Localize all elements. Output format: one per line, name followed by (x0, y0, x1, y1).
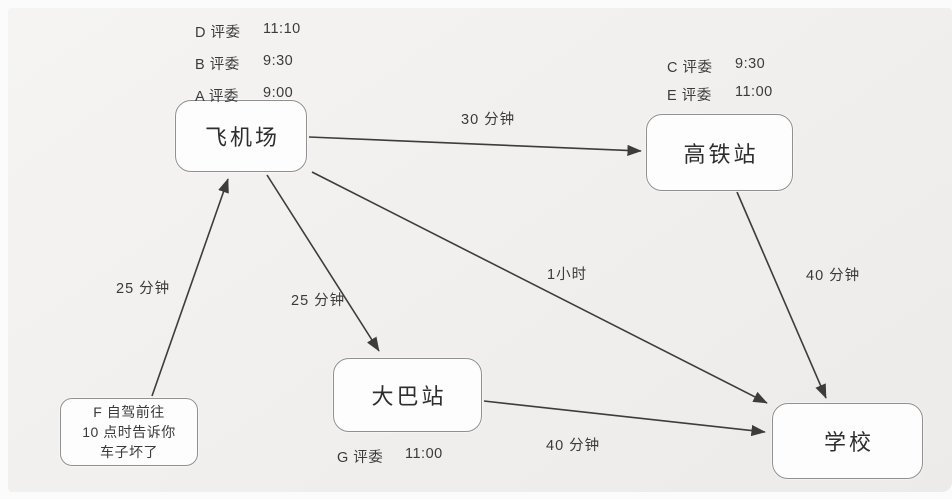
edge-airport-rail (308, 136, 642, 157)
edge-label-bus-school: 40 分钟 (546, 438, 601, 454)
edge-note-airport (151, 178, 229, 397)
judge-time: 9:00 (263, 85, 294, 101)
node-school-label: 学校 (823, 430, 874, 455)
judge-time: 9:30 (735, 56, 766, 72)
edge-bus-school (483, 400, 766, 437)
node-rail-station: 高铁站 (646, 114, 793, 191)
judge-list-bus-station: G 评委 11:00 (337, 446, 443, 467)
edge-label-airport-school: 1小时 (547, 267, 588, 283)
node-airport: 飞机场 (175, 100, 307, 172)
judge-time: 11:00 (735, 84, 773, 100)
judge-time: 11:00 (405, 446, 443, 462)
driver-note-line1: F 自驾前往 (93, 403, 165, 420)
edge-rail-school (736, 191, 827, 399)
judge-name: D 评委 (195, 25, 241, 41)
judge-list-rail-station: C 评委 9:30 E 评委 11:00 (667, 56, 773, 105)
judge-time: 11:10 (263, 21, 301, 37)
edge-label-airport-rail: 30 分钟 (461, 112, 516, 128)
edge-label-rail-school: 40 分钟 (806, 268, 861, 284)
edge-label-airport-bus: 25 分钟 (291, 293, 346, 309)
edge-airport-bus (266, 174, 380, 352)
driver-note-line2: 10 点时告诉你 (82, 423, 176, 440)
edge-airport-school (311, 171, 768, 404)
judge-name: G 评委 (337, 450, 384, 466)
judge-name: B 评委 (195, 57, 240, 73)
judge-list-airport: D 评委 11:10 B 评委 9:30 A 评委 9:00 (195, 21, 301, 106)
node-bus-station: 大巴站 (333, 358, 482, 432)
judge-time: 9:30 (263, 53, 294, 69)
judge-name: C 评委 (667, 60, 713, 76)
node-airport-label: 飞机场 (204, 125, 280, 150)
node-rail-station-label: 高铁站 (683, 141, 759, 167)
node-bus-station-label: 大巴站 (371, 384, 447, 409)
judge-name: E 评委 (667, 88, 712, 104)
judge-name: A 评委 (195, 89, 239, 105)
node-school: 学校 (772, 403, 923, 479)
edge-label-note-airport: 25 分钟 (116, 281, 171, 297)
node-driver-note: F 自驾前往 10 点时告诉你 车子坏了 (60, 398, 198, 466)
driver-note-line3: 车子坏了 (100, 444, 158, 461)
